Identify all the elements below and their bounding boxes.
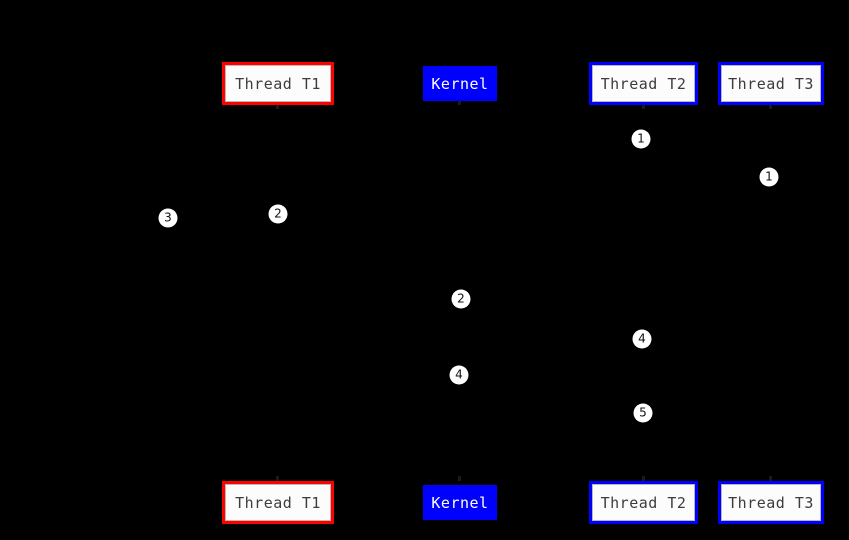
message-arrow-4 <box>459 339 643 340</box>
step-badge: 4 <box>449 365 469 385</box>
lifeline-stub-kernel-top <box>458 100 461 105</box>
step-badge: 2 <box>268 204 288 224</box>
participant-box-t3-top[interactable]: Thread T3 <box>718 62 824 105</box>
participant-label-t1-bottom: Thread T1 <box>225 484 331 521</box>
participant-box-t2-top[interactable]: Thread T2 <box>589 62 698 105</box>
participant-label-kernel-bottom: Kernel <box>431 493 489 512</box>
lifeline-stub-t2-top <box>642 104 645 109</box>
step-badge: 1 <box>631 129 651 149</box>
participant-label-t2-bottom: Thread T2 <box>592 484 695 521</box>
lifeline-stub-t1-bottom <box>276 476 279 481</box>
step-badge: 5 <box>633 403 653 423</box>
participant-label-t2-top: Thread T2 <box>592 65 695 102</box>
message-arrow-2 <box>277 214 459 215</box>
participant-box-t2-bottom[interactable]: Thread T2 <box>589 481 698 524</box>
message-arrow-3 <box>168 218 277 219</box>
participant-label-t3-bottom: Thread T3 <box>721 484 821 521</box>
lifeline-t3 <box>770 105 771 481</box>
participant-box-kernel-top[interactable]: Kernel <box>423 66 497 101</box>
message-arrow-1 <box>643 139 770 140</box>
participant-label-t3-top: Thread T3 <box>721 65 821 102</box>
lifeline-stub-t2-bottom <box>642 476 645 481</box>
step-badge: 4 <box>632 329 652 349</box>
participant-box-t1-bottom[interactable]: Thread T1 <box>222 481 334 524</box>
lifeline-stub-t3-top <box>769 104 772 109</box>
lifeline-t2 <box>643 105 644 481</box>
lifeline-stub-t1-top <box>276 104 279 109</box>
lifeline-stub-kernel-bottom <box>458 476 461 481</box>
participant-box-kernel-bottom[interactable]: Kernel <box>423 485 497 520</box>
lifeline-stub-t3-bottom <box>769 476 772 481</box>
participant-box-t3-bottom[interactable]: Thread T3 <box>718 481 824 524</box>
step-badge: 3 <box>158 208 178 228</box>
participant-label-t1-top: Thread T1 <box>225 65 331 102</box>
step-badge: 1 <box>759 167 779 187</box>
step-badge: 2 <box>451 289 471 309</box>
lifeline-t1 <box>277 105 278 481</box>
message-arrow-5 <box>459 413 643 414</box>
participant-label-kernel-top: Kernel <box>431 74 489 93</box>
participant-box-t1-top[interactable]: Thread T1 <box>222 62 334 105</box>
